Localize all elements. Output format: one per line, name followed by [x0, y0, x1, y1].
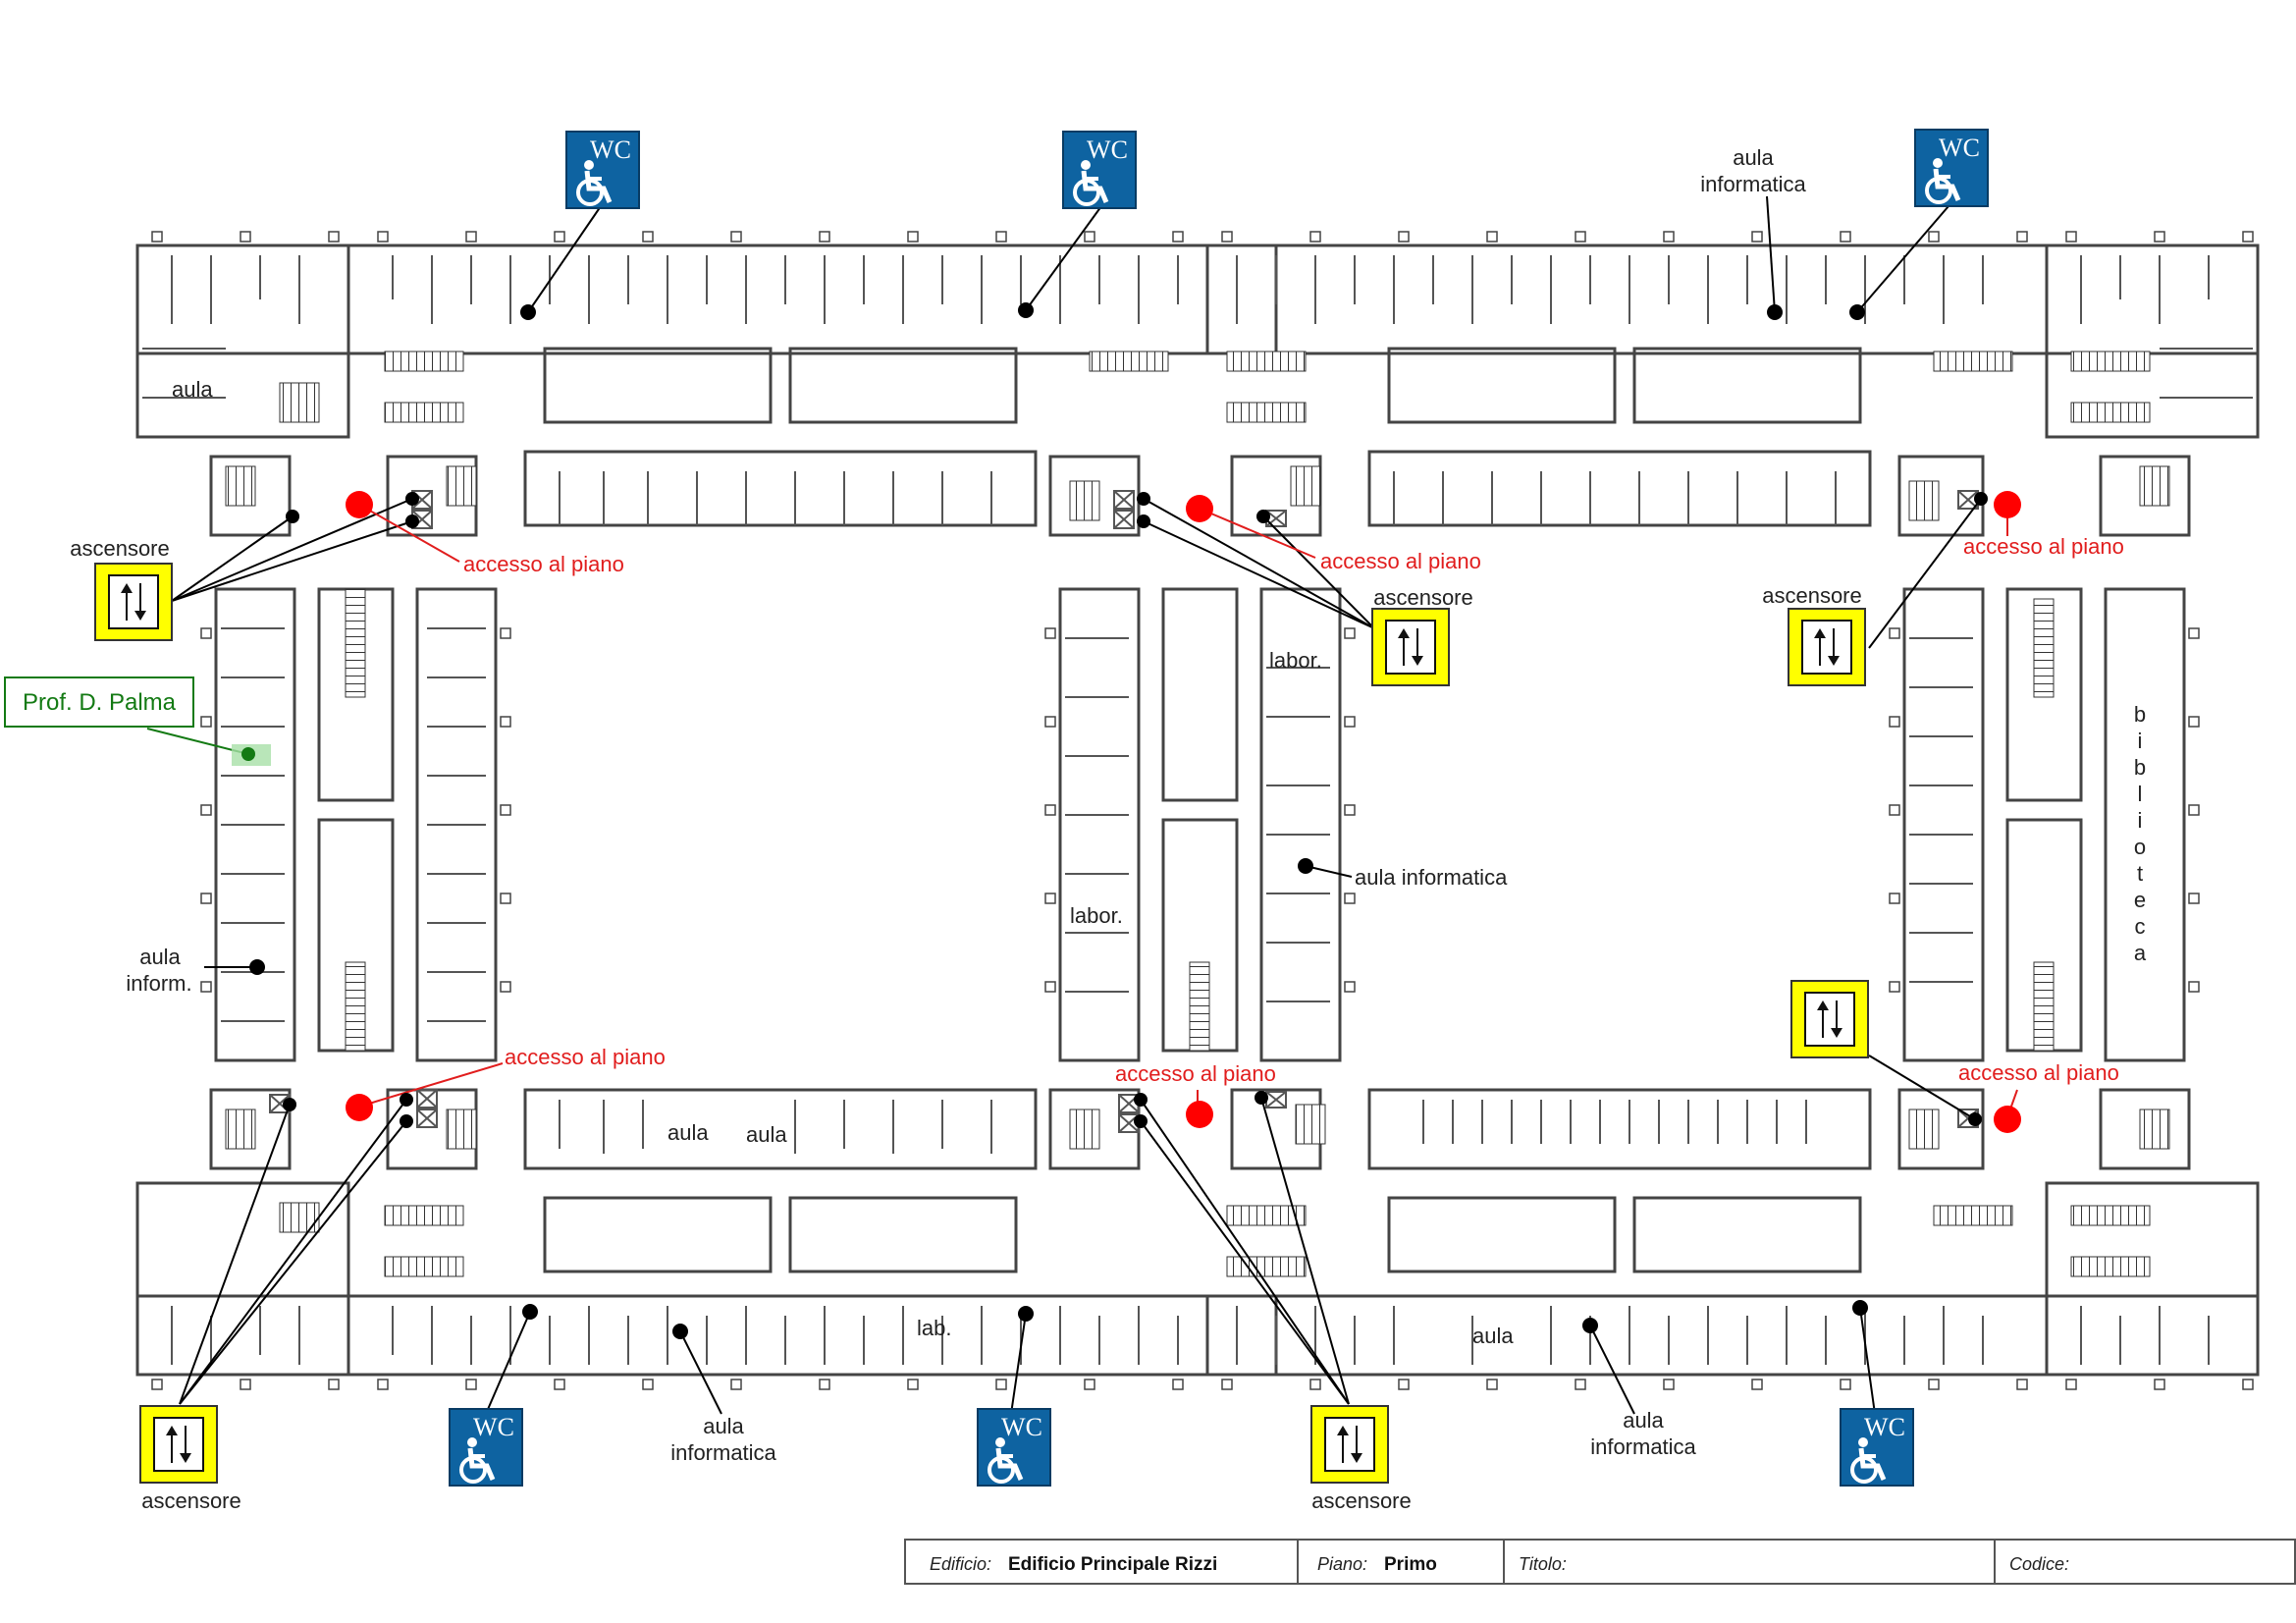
marker-dot: [1852, 1300, 1868, 1316]
marker-dot: [405, 492, 419, 506]
edificio-label: Edificio:: [930, 1554, 991, 1574]
access-point[interactable]: [1186, 1101, 1213, 1128]
room-label-labor: labor.: [1070, 903, 1123, 928]
access-point[interactable]: [1994, 491, 2021, 518]
marker-dot: [1974, 492, 1988, 506]
elevator-label: ascensore: [1762, 583, 1862, 608]
marker-dot: [672, 1324, 688, 1339]
piano-value: Primo: [1384, 1554, 1437, 1575]
marker-dot: [1018, 1306, 1034, 1322]
access-label: accesso al piano: [463, 552, 624, 576]
room-label-aula: aula: [1733, 145, 1774, 170]
wc-accessible-icon[interactable]: WC: [977, 1408, 1051, 1487]
elevator-icon[interactable]: [1310, 1405, 1389, 1484]
room-label-aula: aula: [139, 945, 181, 969]
marker-dot: [283, 1098, 296, 1111]
elevator-label: ascensore: [1311, 1488, 1412, 1513]
piano-label: Piano:: [1317, 1554, 1367, 1574]
elevator-label: ascensore: [70, 536, 170, 561]
access-label: accesso al piano: [1320, 549, 1481, 573]
marker-dot: [249, 959, 265, 975]
wc-accessible-icon[interactable]: WC: [1062, 131, 1137, 209]
svg-text:WC: WC: [1001, 1413, 1042, 1441]
access-label: accesso al piano: [1115, 1061, 1276, 1086]
marker-dot: [405, 514, 419, 528]
wc-accessible-icon[interactable]: WC: [449, 1408, 523, 1487]
room-label-labor: labor.: [1269, 648, 1322, 673]
marker-dot: [400, 1114, 413, 1128]
wc-accessible-icon[interactable]: WC: [1914, 129, 1989, 207]
access-label: accesso al piano: [505, 1045, 666, 1069]
marker-dot: [1018, 302, 1034, 318]
elevator-icon[interactable]: [1790, 980, 1869, 1058]
marker-dot: [286, 510, 299, 523]
office-callout[interactable]: Prof. D. Palma: [4, 676, 194, 728]
office-callout-label: Prof. D. Palma: [23, 689, 177, 716]
wc-accessible-icon[interactable]: WC: [1840, 1408, 1914, 1487]
titolo-label: Titolo:: [1519, 1554, 1567, 1574]
marker-dot: [1134, 1114, 1148, 1128]
marker-dot: [522, 1304, 538, 1320]
room-label-aula: aula: [1623, 1408, 1664, 1433]
marker-dot: [1767, 304, 1783, 320]
room-label-inform: inform.: [126, 971, 191, 996]
access-point[interactable]: [346, 491, 373, 518]
access-label: accesso al piano: [1958, 1060, 2119, 1085]
title-block: Edificio: Edificio Principale Rizzi Pian…: [904, 1539, 2296, 1585]
svg-text:WC: WC: [1087, 135, 1128, 164]
marker-dot: [1137, 492, 1150, 506]
svg-text:WC: WC: [473, 1413, 514, 1441]
marker-dot: [1137, 514, 1150, 528]
building-walls: [135, 231, 2260, 1390]
marker-dot: [1255, 1091, 1268, 1105]
codice-label: Codice:: [2009, 1554, 2069, 1574]
leader-lines: [146, 195, 2018, 1415]
elevator-icon[interactable]: [1371, 608, 1450, 686]
room-label-informatica: informatica: [670, 1440, 776, 1465]
access-label: accesso al piano: [1963, 534, 2124, 559]
room-label-informatica: informatica: [1700, 172, 1806, 196]
elevator-icon[interactable]: [1788, 608, 1866, 686]
room-label-aula: aula: [1472, 1324, 1514, 1348]
access-point[interactable]: [346, 1094, 373, 1121]
marker-dot: [400, 1093, 413, 1107]
marker-dot: [1134, 1093, 1148, 1107]
room-label-informatica: informatica: [1590, 1434, 1696, 1459]
svg-text:WC: WC: [1864, 1413, 1905, 1441]
marker-dot: [520, 304, 536, 320]
access-point[interactable]: [1994, 1106, 2021, 1133]
marker-dot: [1582, 1318, 1598, 1333]
elevator-icon[interactable]: [94, 563, 173, 641]
room-label-aula: aula: [667, 1120, 709, 1145]
room-label-aula: aula: [703, 1414, 744, 1438]
svg-text:WC: WC: [1939, 134, 1980, 162]
elevator-label: ascensore: [141, 1488, 241, 1513]
marker-dot: [1968, 1112, 1982, 1126]
elevator-icon[interactable]: [139, 1405, 218, 1484]
room-label-aula-informatica: aula informatica: [1355, 865, 1508, 890]
room-label-aula: aula: [172, 377, 213, 402]
room-label-lab: lab.: [917, 1316, 951, 1340]
access-point[interactable]: [1186, 495, 1213, 522]
marker-dot: [1298, 858, 1313, 874]
room-label-aula: aula: [746, 1122, 787, 1147]
office-dot[interactable]: [241, 747, 255, 761]
wc-accessible-icon[interactable]: WC: [565, 131, 640, 209]
edificio-value: Edificio Principale Rizzi: [1008, 1554, 1217, 1575]
marker-dot: [1849, 304, 1865, 320]
svg-text:WC: WC: [590, 135, 631, 164]
marker-dot: [1256, 510, 1270, 523]
elevator-label: ascensore: [1373, 585, 1473, 610]
